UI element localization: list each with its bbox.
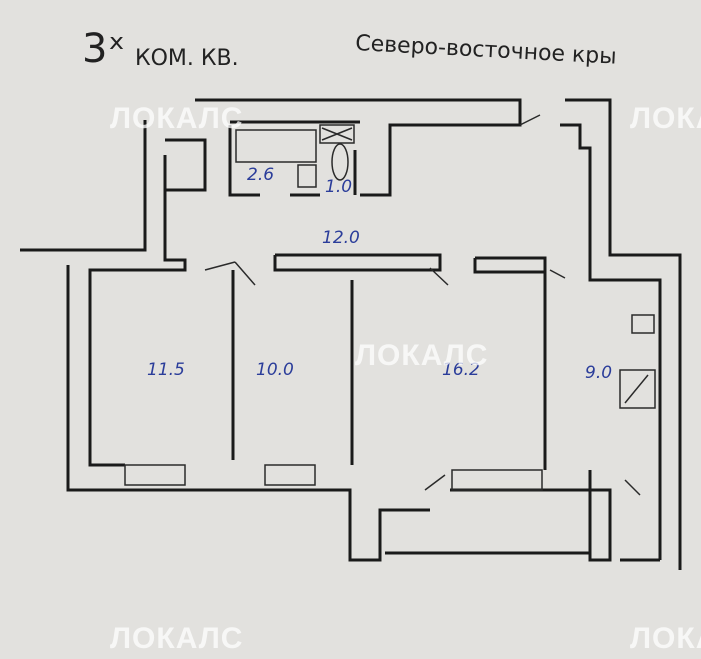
watermark: ЛОКАЛС: [630, 622, 701, 655]
room-area-room2: 10.0: [256, 360, 294, 380]
room-area-hall: 12.0: [322, 228, 360, 248]
watermark: ЛОКАЛС: [355, 339, 488, 372]
fixtures: [124, 114, 656, 496]
watermark: ЛОКАЛС: [110, 102, 243, 135]
apartment-type: КОМ. КВ.: [135, 46, 239, 71]
walls: [20, 98, 682, 570]
watermark: ЛОКАЛС: [630, 102, 701, 135]
room-area-bath: 2.6: [247, 165, 274, 185]
watermark: ЛОКАЛС: [110, 622, 243, 655]
rooms-count: 3ˣ: [82, 26, 125, 72]
room-area-wc: 1.0: [325, 177, 352, 197]
room-area-kitchen: 9.0: [585, 363, 612, 383]
room-area-room3: 16.2: [442, 360, 480, 380]
room-area-room1: 11.5: [147, 360, 185, 380]
